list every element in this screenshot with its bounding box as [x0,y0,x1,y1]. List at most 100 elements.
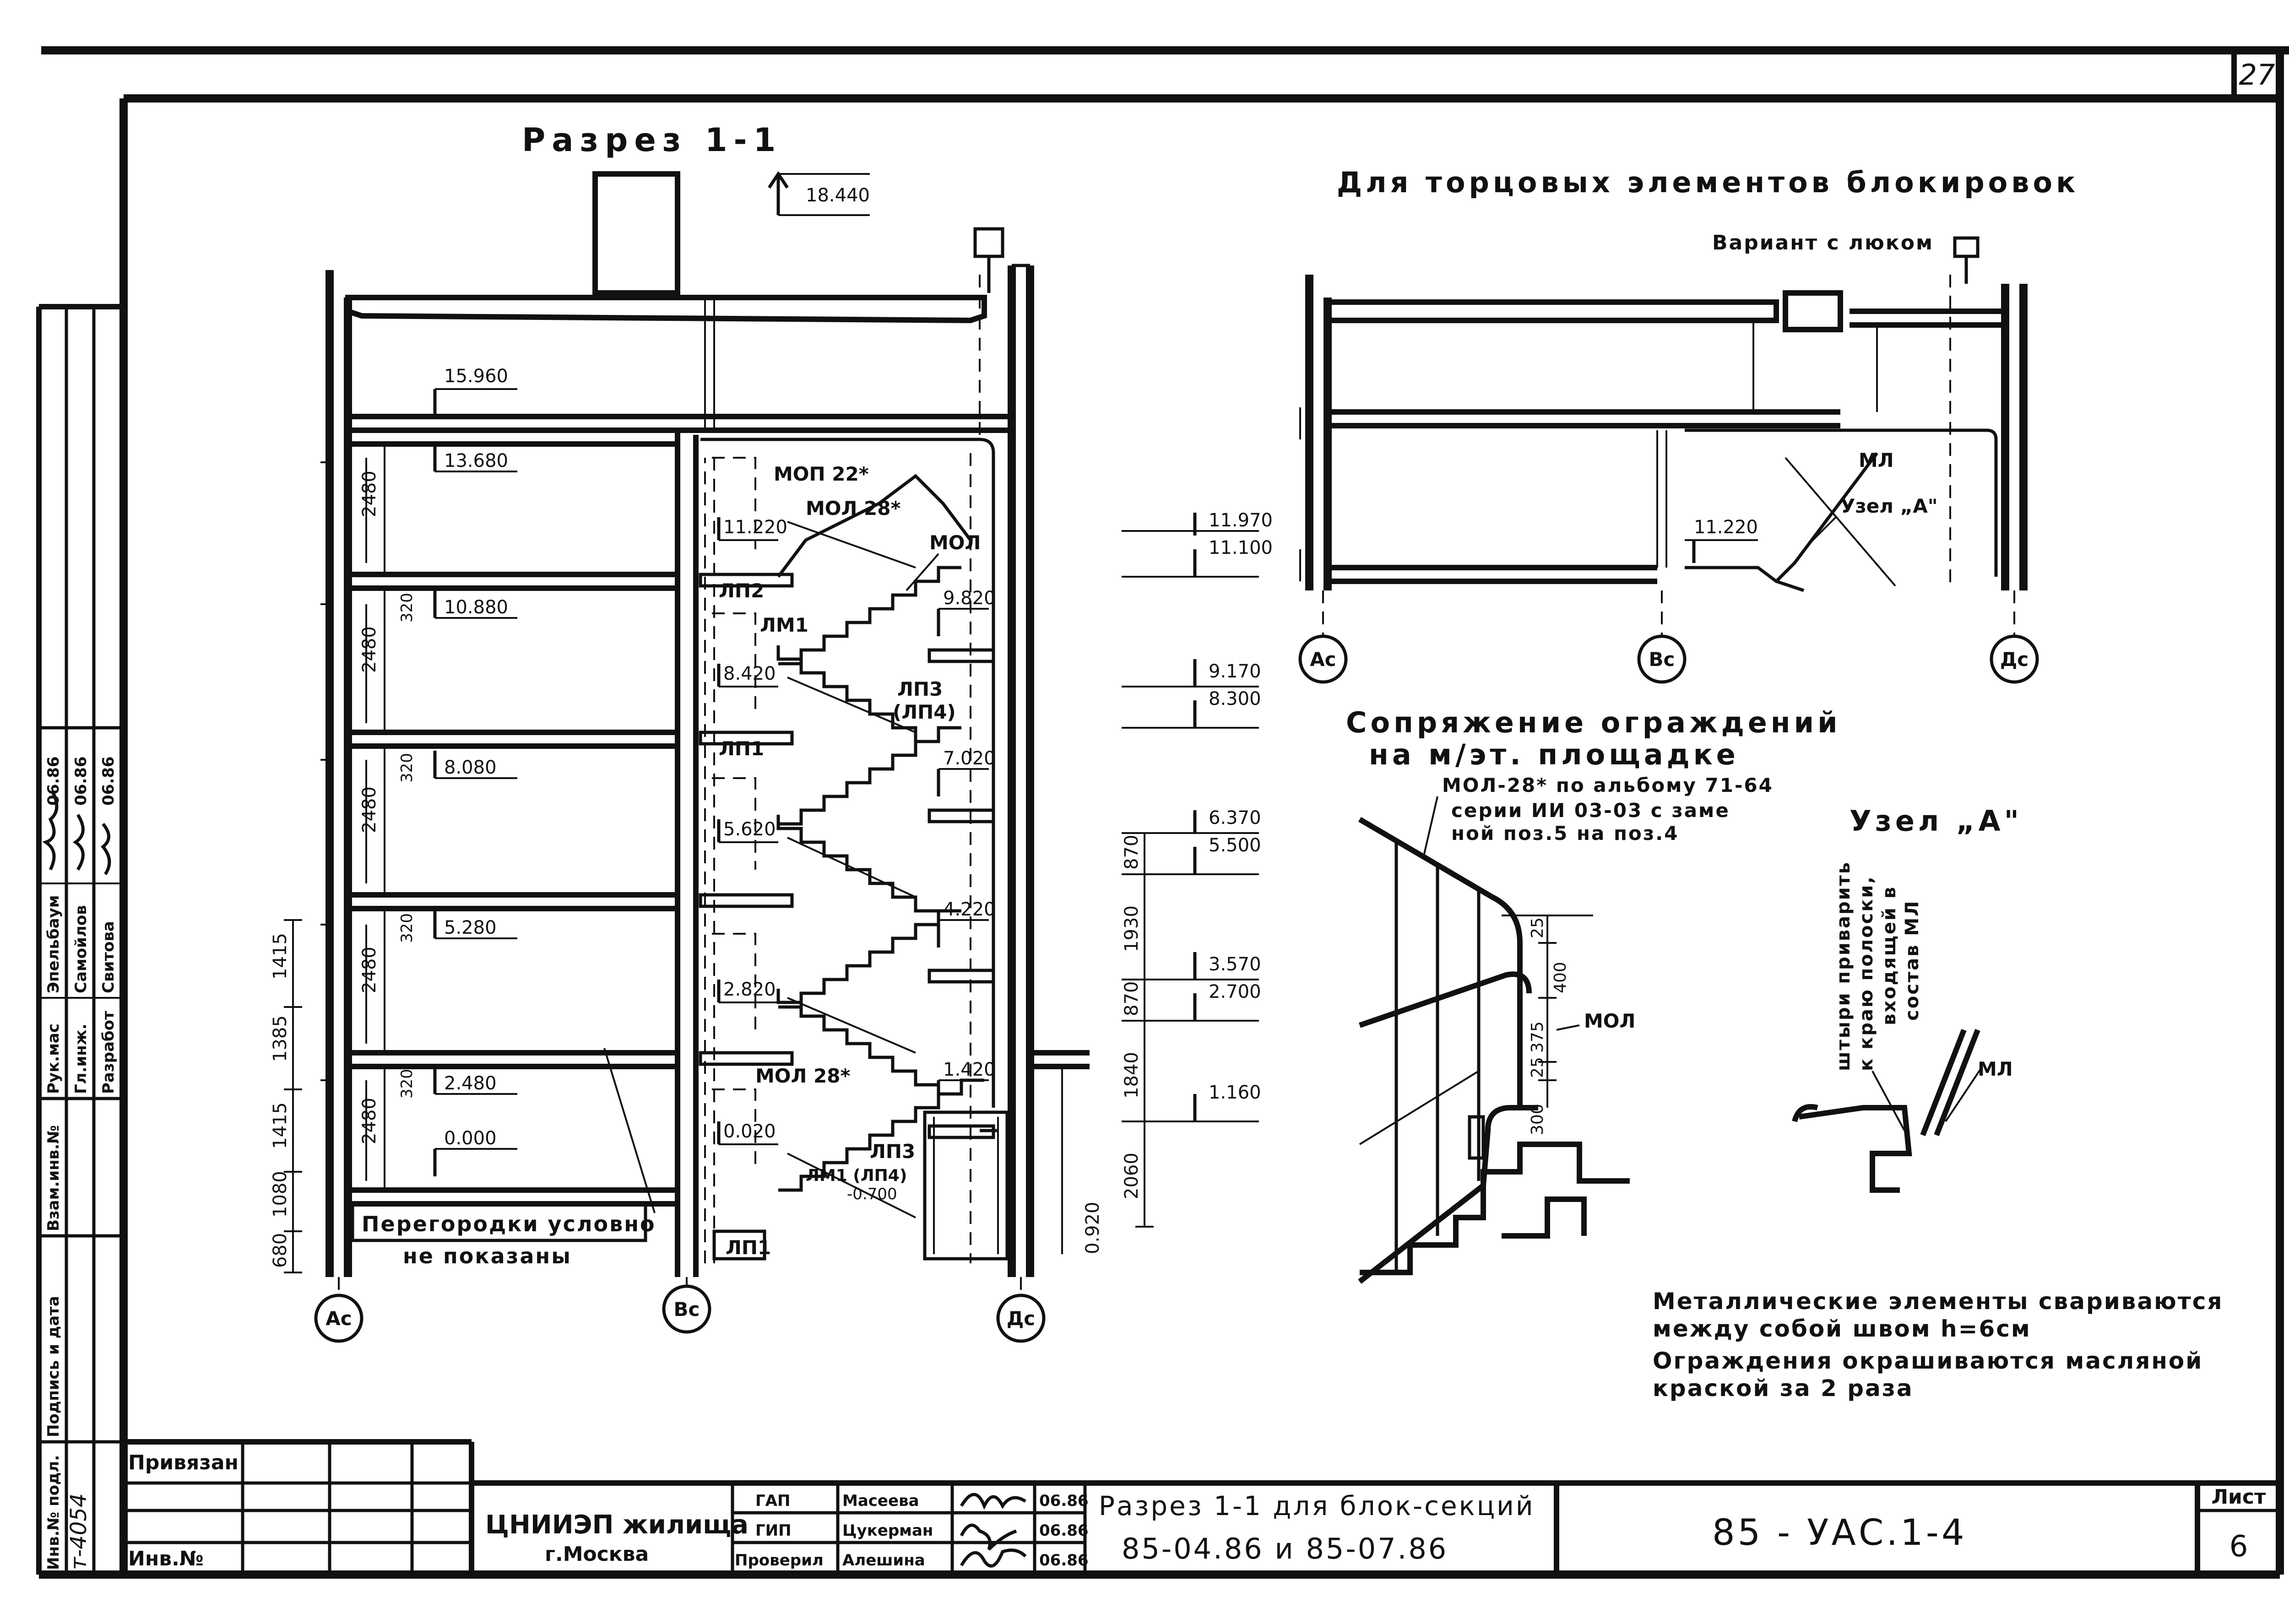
elev-5280: 5.280 [444,917,497,938]
mark-lm1-lp4: ЛМ1 (ЛП4) [806,1166,907,1185]
variant-flight [1775,452,1878,583]
flight-3 [778,909,961,1009]
mid-elev-1160: 1.160 [1209,1082,1261,1103]
mid-elev-11100: 11.100 [1209,537,1273,558]
chain-1080: 1080 [270,1171,291,1218]
general-note-2: между собой швом h=6см [1653,1315,2031,1342]
roof-slab [345,295,987,324]
drawing-title-1: Разрез 1-1 для блок-секций [1099,1490,1535,1521]
mark-lp2: ЛП2 [719,579,764,602]
mark-lp3-lower: ЛП3 [870,1140,915,1163]
variant-elev: 11.220 [1694,517,1758,538]
mid-chain-1930: 1930 [1121,905,1142,952]
mark-mol28-lower: МОЛ 28* [755,1065,850,1087]
side-label-inv: Инв.№ подл. [44,1455,63,1570]
elev-0920: 0.920 [1082,1202,1103,1254]
mark-mol28: МОЛ 28* [806,497,900,520]
general-notes: Металлические элементы свариваются между… [1653,1288,2223,1402]
variant-label: Вариант с люком [1712,231,1934,254]
variant-axis-dc: Дс [2000,648,2029,671]
staff-date-2: 06.86 [1039,1521,1089,1540]
staff-role-2: ГИП [755,1521,792,1540]
railing-detail: Сопряжение ограждений на м/эт. площадке … [1346,706,1841,1284]
role-2: Гл.инж. [72,1023,90,1094]
staff-date-1: 06.86 [1039,1492,1089,1510]
role-3: Разработ [99,1011,118,1094]
variant-axis-ac: Ас [1310,648,1336,671]
detail-title-1: Сопряжение ограждений [1346,706,1841,739]
signature-1 [42,791,59,871]
axis-ac: Ас [325,1307,352,1330]
drawing-title-2: 85-04.86 и 85-07.86 [1122,1532,1448,1565]
section-axes: Ас Вс Дс [314,1277,1046,1343]
slab-dim-1: 320 [398,593,416,623]
name-2: Самойлов [72,905,90,993]
partition-note-1: Перегородки условно [362,1212,656,1236]
elev-8080: 8.080 [444,757,497,778]
middle-elevations: 11.970 11.100 9.170 8.300 6.370 5.500 3.… [1121,510,1273,1228]
sheet-number: 6 [2229,1530,2248,1564]
mark-lp1: ЛП1 [719,737,764,760]
side-stamp: Инв.№ подл. Подпись и дата Взам.инв.№ т-… [36,304,124,1575]
mid-chain-2060: 2060 [1121,1153,1142,1199]
side-label-replace: Взам.инв.№ [44,1125,63,1231]
elev-8420: 8.420 [723,663,776,684]
left-elevations: 15.960 13.680 10.880 8.080 5.280 2.480 0… [433,366,656,1213]
detail-dim-300: 300 [1528,1104,1547,1135]
node-note-3: входящей в [1879,886,1900,1025]
detail-title-2: на м/эт. площадке [1369,738,1739,771]
role-1: Рук.мас [44,1023,63,1094]
mid-chain-870b: 870 [1121,981,1142,1016]
mark-lp3: ЛП3 [897,678,943,700]
stair-elevations: 11.220 9.820 8.420 7.020 5.620 4.220 2.8… [717,517,1103,1254]
end-elements-section: Для торцовых элементов блокировок Вариан… [1298,166,2079,684]
top-elevation: 18.440 [806,185,870,206]
mid-elev-9170: 9.170 [1209,661,1261,682]
node-note-4: состав МЛ [1902,900,1923,1021]
detail-note-3: ной поз.5 на поз.4 [1451,822,1679,844]
staff-signature-3 [960,1548,1027,1568]
axis-dc: Дс [1007,1307,1035,1330]
mark-lp4: (ЛП4) [893,701,956,723]
floor-height-5: 2480 [359,1098,380,1144]
mid-chain-870a: 870 [1121,835,1142,870]
chain-1385: 1385 [270,1015,291,1062]
elev-4220: 4.220 [943,899,996,920]
general-note-1: Металлические элементы свариваются [1653,1288,2223,1315]
tied-label: Привязан [128,1451,239,1474]
floor-slabs [320,428,680,1207]
staff-signature-1 [960,1493,1026,1510]
inv-label: Инв.№ [128,1547,204,1570]
detail-dim-25b: 25 [1528,1057,1547,1078]
axis-bc: Вс [674,1298,700,1321]
org-city: г.Москва [545,1543,649,1566]
stair-core [699,275,1090,1263]
title-block: Привязан Инв.№ ЦНИИЭП жилища г.Москва ГА… [124,1439,2280,1575]
signature-2 [72,814,85,871]
flight-7 [778,566,961,666]
elev-10880: 10.880 [444,597,508,618]
mark-lm1: ЛМ1 [760,614,808,636]
elev-11220: 11.220 [723,517,787,538]
detail-note-1: МОЛ-28* по альбому 71-64 [1442,774,1774,796]
elev-2820: 2.820 [723,979,776,1000]
section-title: Разрез 1-1 [522,121,782,159]
mid-elev-2700: 2.700 [1209,981,1261,1002]
mid-elev-5500: 5.500 [1209,835,1261,856]
section-1-1: Разрез 1-1 18.440 [270,121,1103,1343]
side-label-signature: Подпись и дата [44,1296,63,1437]
mid-elev-3570: 3.570 [1209,954,1261,975]
slab-dim-4: 320 [398,1069,416,1099]
floor-height-dims: 2480 2480 2480 2480 2480 320 320 320 320 [359,444,416,1190]
right-title: Для торцовых элементов блокировок [1337,166,2079,199]
mark-mol: МОЛ [929,531,981,554]
stair-marks: МОП 22* МОЛ 28* МОЛ ЛП2 ЛМ1 ЛП3 (ЛП4) ЛП… [719,463,981,1259]
node-title: Узел „А" [1850,804,2023,838]
staff-date-3: 06.86 [1039,1551,1089,1570]
flight-8 [777,474,972,578]
chain-1415b: 1415 [270,1102,291,1149]
elev-15960: 15.960 [444,366,508,387]
detail-note-2: серии ИИ 03-03 с заме [1451,799,1730,822]
elev-0000: 0.000 [444,1128,497,1149]
chain-1415a: 1415 [270,933,291,980]
